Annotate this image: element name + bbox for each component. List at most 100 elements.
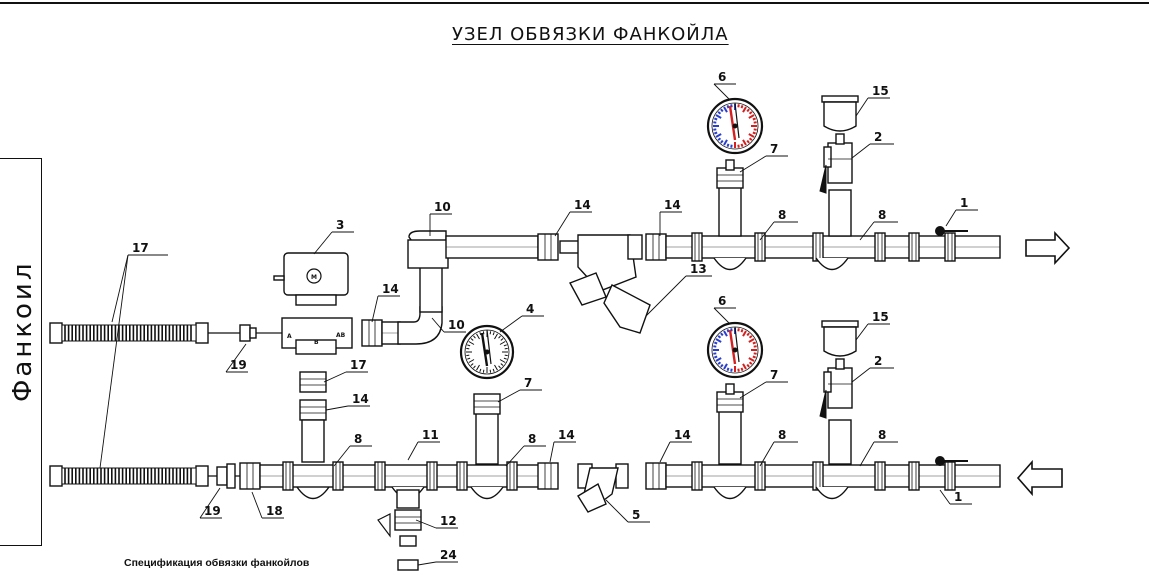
coupler-top-5-ring bbox=[944, 232, 956, 262]
callout-c8a-leader bbox=[759, 221, 775, 241]
thermomanometer-6-bottom-tick-34 bbox=[752, 341, 757, 345]
manometer-4 bbox=[459, 324, 515, 380]
callout-c7c-number: 7 bbox=[770, 368, 778, 382]
manometer-4-hub bbox=[484, 349, 490, 355]
nut-18-lower bbox=[239, 462, 261, 490]
coupler-bottom-r-3 bbox=[874, 461, 886, 491]
thermomanometer-6-top-tick-14 bbox=[717, 137, 722, 141]
callout-c14b-number: 14 bbox=[574, 198, 591, 212]
callout-c8e-leader bbox=[759, 441, 775, 467]
callout-c15a-number: 15 bbox=[872, 84, 889, 98]
callout-c14e: 14 bbox=[549, 428, 576, 463]
drain-plug-24 bbox=[397, 559, 419, 571]
flex-hose-upper-end-left bbox=[49, 322, 63, 344]
callout-c14b-leader bbox=[554, 211, 571, 237]
nut-14-valve-out-hex bbox=[361, 319, 383, 347]
nut-18-lower-hex bbox=[239, 462, 261, 490]
callout-c7c: 7 bbox=[739, 368, 788, 399]
thermomanometer-6-top-tick-24 bbox=[723, 106, 728, 113]
callout-c13-number: 13 bbox=[690, 262, 707, 276]
ball-valve-1-bottom bbox=[935, 456, 968, 466]
drain-branch bbox=[396, 489, 420, 509]
thermomanometer-6-bottom-tick-19 bbox=[713, 345, 717, 348]
air-vent-15-bottom-body bbox=[823, 326, 857, 357]
coupler-bottom-r-2 bbox=[812, 461, 824, 491]
callout-c1b: 1 bbox=[939, 489, 972, 505]
callout-c11-number: 11 bbox=[422, 428, 439, 442]
coupler-bottom-r-4-ring bbox=[908, 461, 920, 491]
callout-c14a-leader bbox=[371, 295, 379, 323]
flow-arrow-in bbox=[1016, 459, 1063, 497]
manometer-4-tick-8 bbox=[489, 369, 492, 373]
coupler-bottom-5 bbox=[506, 461, 518, 491]
coupler-bottom-4 bbox=[456, 461, 468, 491]
callout-c8b: 8 bbox=[859, 208, 898, 241]
callout-c8c: 8 bbox=[333, 432, 372, 467]
thermomanometer-6-bottom-tick-31 bbox=[746, 332, 750, 337]
callout-c11-leader bbox=[407, 441, 419, 461]
manometer-4-tick-13 bbox=[473, 365, 476, 369]
callout-c17a-leader-2 bbox=[99, 254, 129, 469]
coupler-bottom-r-1-ring bbox=[754, 461, 766, 491]
callout-c8a: 8 bbox=[759, 208, 798, 241]
callout-c8c-number: 8 bbox=[354, 432, 362, 446]
nut-14-valve-out bbox=[361, 319, 383, 347]
manometer-4-tick-2 bbox=[503, 357, 507, 360]
callout-c11: 11 bbox=[407, 428, 440, 461]
coupler-bottom-r-5 bbox=[944, 461, 956, 491]
coupler-bottom-1-ring bbox=[332, 461, 344, 491]
coupler-bottom-3-ring bbox=[426, 461, 438, 491]
thermomanometer-6-top-hub bbox=[732, 123, 738, 129]
manometer-4-tick-5 bbox=[498, 365, 501, 369]
callout-c18-leader bbox=[251, 491, 263, 519]
drain-valve-2-bottom-lever-base bbox=[823, 371, 832, 393]
coupler-bottom-2 bbox=[374, 461, 386, 491]
bv-outlet bbox=[627, 234, 643, 260]
callout-c15b: 15 bbox=[855, 310, 890, 341]
callout-c17b-number: 17 bbox=[350, 358, 367, 372]
thermomanometer-6-bottom-tick-22 bbox=[717, 335, 722, 339]
air-vent-15-top bbox=[821, 95, 859, 145]
nut-14-top-b bbox=[645, 233, 667, 261]
nut-14-top-a bbox=[537, 233, 559, 261]
callout-c14e-number: 14 bbox=[558, 428, 575, 442]
thermomanometer-6-top-tick-4 bbox=[748, 137, 753, 141]
flex-hose-upper bbox=[49, 322, 248, 344]
thermomanometer-6-top-tick-25 bbox=[726, 104, 730, 109]
callout-c14e-leader bbox=[549, 441, 555, 463]
drain-outlet bbox=[399, 535, 417, 547]
thermomanometer-6-top bbox=[706, 97, 764, 155]
thermomanometer-6-bottom-tick-14 bbox=[717, 361, 722, 365]
thermomanometer-6-bottom-tick-35 bbox=[753, 345, 757, 348]
thermomanometer-6-bottom-tick-20 bbox=[713, 341, 718, 345]
pipe-branch-vertical-body bbox=[301, 419, 325, 463]
tee-8-bottom-d-bowl bbox=[815, 486, 849, 500]
riser-gauge-bottom-left bbox=[475, 409, 499, 465]
callout-c15b-leader bbox=[855, 323, 869, 341]
bv-inlet-stub bbox=[559, 240, 581, 254]
nut-14-bottom-b bbox=[645, 462, 667, 490]
callout-c19b-number: 19 bbox=[204, 504, 221, 518]
callout-c8a-number: 8 bbox=[778, 208, 786, 222]
manometer-4-tick-26 bbox=[482, 331, 485, 335]
callout-c15b-number: 15 bbox=[872, 310, 889, 324]
thermomanometer-6-top-tick-31 bbox=[746, 108, 750, 113]
thermomanometer-6-top-tick-2 bbox=[752, 131, 757, 135]
thermomanometer-6-top-tick-28 bbox=[737, 104, 740, 108]
thermomanometer-6-top-tick-6 bbox=[742, 139, 747, 146]
manometer-4-tick-4 bbox=[500, 363, 504, 366]
callout-c6a-leader bbox=[713, 83, 731, 101]
drain-valve-2-bottom-lever bbox=[819, 389, 827, 419]
thermomanometer-6-top-needle bbox=[728, 105, 737, 141]
callout-c24: 24 bbox=[417, 548, 458, 566]
nut-14-bottom-a-hex bbox=[537, 462, 559, 490]
callout-c14f-leader bbox=[659, 441, 671, 463]
nut-7-bottom-right-hex bbox=[716, 391, 744, 413]
tee-8-bottom-c bbox=[713, 486, 747, 500]
thermomanometer-6-top-tick-5 bbox=[746, 139, 750, 144]
callout-c3: 3 bbox=[313, 218, 354, 255]
manometer-4-tick-12 bbox=[476, 364, 480, 371]
callout-c19b: 19 bbox=[199, 487, 222, 519]
nut-7-bottom-left-hex bbox=[473, 393, 501, 415]
